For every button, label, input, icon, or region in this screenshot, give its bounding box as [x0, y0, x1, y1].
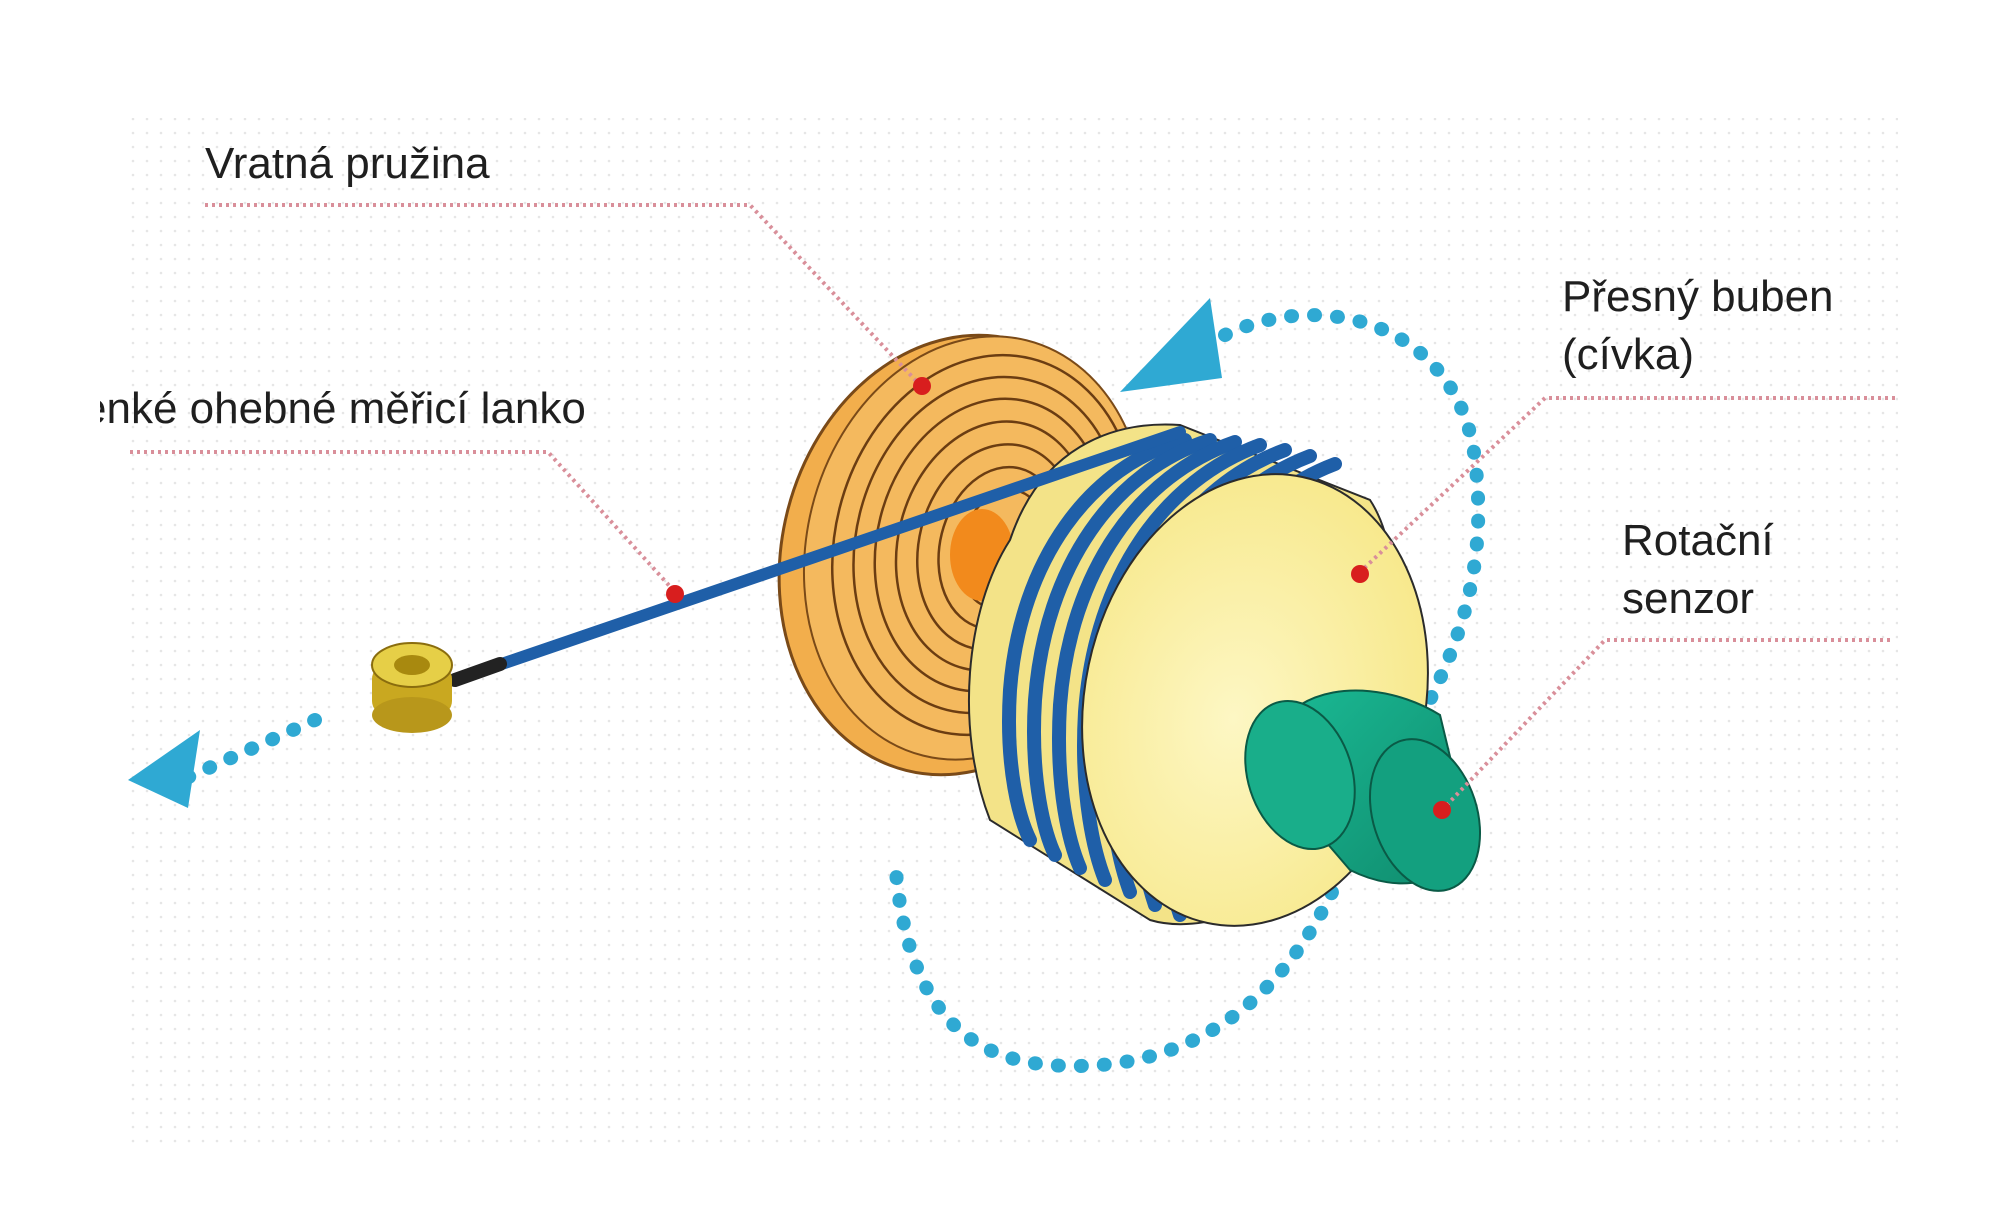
- label-return-spring: Vratná pružina: [205, 139, 490, 188]
- label-drum-line2: (cívka): [1562, 330, 1694, 379]
- rotation-arrow: [888, 308, 1486, 1073]
- leader-drum: [1358, 396, 1895, 574]
- label-sensor-line1: Rotační: [1622, 516, 1774, 565]
- marker-dots: [666, 377, 1451, 819]
- rotation-arrow-head-icon: [1120, 298, 1222, 392]
- leader-lines: [130, 203, 1895, 812]
- leader-sensor: [1440, 638, 1890, 812]
- label-drum-line1: Přesný buben: [1562, 272, 1834, 321]
- rotary-sensor: [1244, 689, 1482, 892]
- label-sensor-line2: senzor: [1622, 574, 1755, 623]
- measuring-cable: [448, 426, 1186, 687]
- cable-end-fitting: [371, 642, 453, 733]
- label-measuring-cable: enké ohebné měřicí lanko: [100, 384, 586, 433]
- pull-arrow-head-icon: [128, 730, 200, 808]
